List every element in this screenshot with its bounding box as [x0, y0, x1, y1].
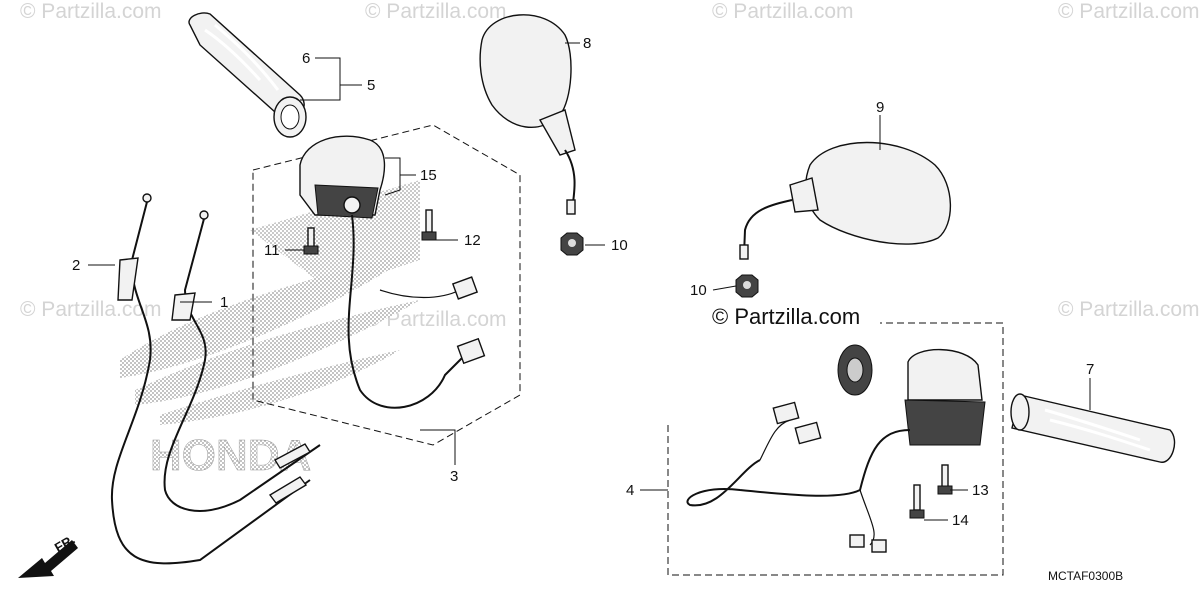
- callout-12: 12: [464, 232, 481, 249]
- nut-10-lower: [735, 274, 759, 298]
- callout-8: 8: [583, 35, 591, 52]
- callout-10-lower: 10: [690, 282, 707, 299]
- assembly-box-4: [667, 322, 1004, 576]
- right-mirror: [739, 141, 952, 260]
- callout-10-upper: 10: [611, 237, 628, 254]
- watermark-top-center: © Partzilla.com: [365, 0, 507, 23]
- callout-14: 14: [952, 512, 969, 529]
- callout-4: 4: [626, 482, 634, 499]
- throttle-cables: [110, 193, 321, 565]
- left-switch-housing: [299, 135, 486, 409]
- front-direction-arrow: [18, 540, 78, 578]
- callout-15: 15: [420, 167, 437, 184]
- right-grip: [1010, 393, 1176, 463]
- callout-1: 1: [220, 294, 228, 311]
- callout-2: 2: [72, 257, 80, 274]
- watermark-mid-right: © Partzilla.com: [1058, 298, 1200, 321]
- callout-11: 11: [264, 242, 280, 259]
- callout-3: 3: [450, 468, 458, 485]
- nut-10-upper: [560, 232, 584, 256]
- callout-5: 5: [367, 77, 375, 94]
- callout-7: 7: [1086, 361, 1094, 378]
- watermark-mid-center: © Partzilla.com: [365, 308, 507, 331]
- watermark-mid-left: © Partzilla.com: [20, 298, 162, 321]
- diagram-code: MCTAF0300B: [1048, 569, 1123, 583]
- left-mirror: [479, 14, 576, 215]
- callout-9: 9: [876, 99, 884, 116]
- bolt-14: [909, 484, 925, 519]
- leader-lines: [88, 42, 1091, 521]
- throttle-grip: [188, 12, 307, 138]
- watermark-top-right: © Partzilla.com: [712, 0, 854, 23]
- watermark-top-far-right: © Partzilla.com: [1058, 0, 1200, 23]
- bolt-11: [303, 227, 319, 255]
- honda-wing-logo: [120, 180, 420, 425]
- bolt-13: [937, 464, 953, 495]
- watermark-main: © Partzilla.com: [712, 304, 860, 329]
- watermark-top-left: © Partzilla.com: [20, 0, 162, 23]
- callout-13: 13: [972, 482, 989, 499]
- bolt-12: [421, 209, 437, 241]
- callout-6: 6: [302, 50, 310, 67]
- right-switch-housing: [686, 344, 986, 553]
